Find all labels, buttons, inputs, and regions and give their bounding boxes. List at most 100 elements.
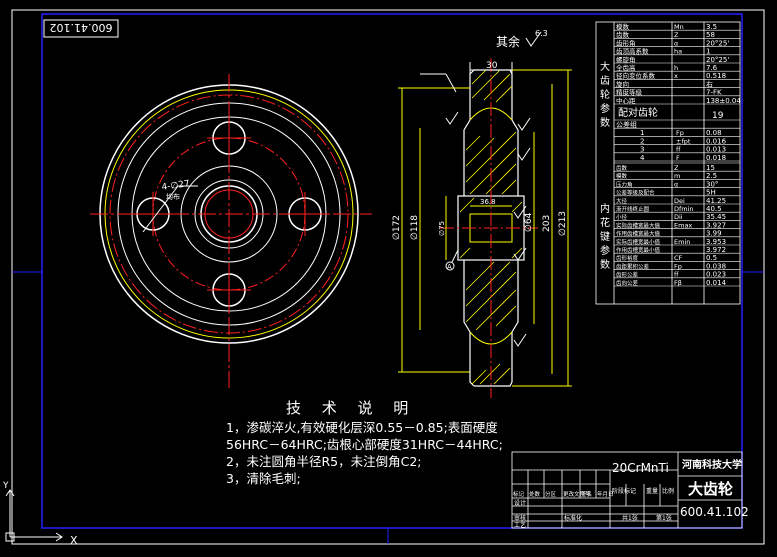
spec-row-symbol: m [674, 172, 680, 180]
spec-mate-value: 19 [712, 111, 724, 121]
spec-row-symbol: α [674, 180, 678, 188]
spec-row-name: 模数 [616, 22, 630, 31]
spec-tol-value: 0.016 [706, 137, 727, 145]
section-hatch [459, 69, 523, 385]
school-name: 河南科技大学 [682, 458, 742, 471]
spec-row-name: 齿数 [616, 164, 628, 172]
spec-row-symbol: Z [674, 164, 679, 172]
roughness-rest-label: 其余 [496, 34, 520, 49]
spec-table-rows [614, 29, 740, 287]
technical-note-line: 3，清除毛刺; [226, 471, 301, 486]
technical-note-line: 1，渗碳淬火,有效硬化层深0.55－0.85;表面硬度 [226, 420, 498, 435]
spec-tol-index: 1 [640, 129, 644, 137]
spec-row-value: 2.5 [706, 172, 717, 180]
spec-tol-symbol: F [676, 154, 680, 162]
roughness-marks [445, 111, 531, 347]
spec-row-name: 中心距 [616, 96, 636, 105]
title-block-header-label: 年月日 [597, 490, 614, 498]
spec-row-name: 螺旋角 [616, 55, 636, 64]
section-upper-rim-left [463, 69, 475, 196]
spec-row-symbol: Emax [674, 221, 692, 229]
spec-row-value: 3.972 [706, 246, 726, 254]
dim-36-8: 36.8 [480, 198, 496, 206]
spec-tol-index: 4 [640, 154, 645, 162]
spec-row-value: 35.45 [706, 213, 726, 221]
spec-tol-symbol: ±fpt [676, 137, 691, 145]
dim-30: 30 [486, 61, 498, 71]
spec-row-value: 0.014 [706, 279, 727, 287]
spec-row-value: 138±0.04 [706, 97, 741, 105]
spec-row-symbol: α [674, 39, 678, 47]
spec-row-value: 15 [706, 164, 715, 172]
spec-row-name: 径向变位系数 [616, 71, 656, 80]
spec-row-value: 30° [706, 180, 718, 188]
tb-weight: 重量 [646, 487, 658, 495]
section-view [398, 58, 572, 398]
ucs-icon [5, 489, 63, 542]
tb-design: 设计 [514, 499, 526, 507]
hole-callout-sub: 均布 [166, 192, 180, 201]
spec-tol-value: 0.013 [706, 146, 726, 154]
spec-tol-index: 3 [640, 146, 644, 154]
spec-row-name: 齿距累积公差 [616, 262, 650, 270]
tb-sheet-no: 第1张 [656, 514, 672, 522]
title-block-header-label: 分区 [545, 490, 557, 498]
spec-row-symbol: Dii [674, 213, 683, 221]
spec-row-symbol: CF [674, 254, 683, 262]
spec-row-value: 20°25' [706, 56, 729, 64]
dim-172: ∅172 [392, 215, 402, 240]
technical-notes: 技 术 说 明 1，渗碳淬火,有效硬化层深0.55－0.85;表面硬度 56HR… [226, 400, 503, 487]
drawing-number: 600.41.102 [680, 505, 749, 519]
spec-row-symbol: ff [674, 271, 679, 279]
title-block-header-label: 标记 [513, 490, 525, 498]
spec-row-name: 齿形公差 [616, 271, 639, 279]
spec-row-name: 大径 [616, 197, 628, 205]
roughness-leader [445, 73, 457, 93]
spec-row-name: 齿顶高系数 [616, 47, 649, 56]
spec-mate-label: 配对齿轮 [618, 106, 658, 119]
roughness-rest-value: 6.3 [535, 29, 548, 38]
spec-tol-value: 0.08 [706, 129, 722, 137]
section-lower-rim [474, 260, 519, 387]
spec-tol-symbol: Fp [676, 129, 684, 137]
tb-review: 审核 [514, 514, 526, 522]
spec-row-name: 齿形角 [616, 38, 636, 47]
spec-row-value: 0.5 [706, 254, 717, 262]
spec-row-symbol: Dei [674, 197, 685, 205]
drawing-number-rotated: 600.41.102 [50, 21, 113, 34]
tb-scale: 比例 [662, 487, 674, 495]
spec-row-name: 作用齿槽宽最大值 [616, 230, 661, 238]
spec-row-value: 58 [706, 31, 715, 39]
tb-process: 工艺 [514, 521, 526, 529]
spec-tol-header: 公差组 [616, 120, 637, 129]
datum-letter: A [447, 263, 452, 271]
datum-circle [445, 261, 455, 271]
title-block-header-label: 更改文件号 [563, 490, 591, 498]
hole-callout-label: 4-∅27 [161, 179, 190, 193]
spec-row-value: 0.518 [706, 72, 726, 80]
technical-note-line: 56HRC－64HRC;齿根心部硬度31HRC－44HRC; [226, 437, 503, 452]
spec-row-name: 齿数 [616, 30, 630, 39]
spec-row-value: 3.953 [706, 238, 726, 246]
tb-sheets: 共1张 [622, 514, 638, 522]
drawing-number-box [43, 19, 119, 38]
spec-row-value: 0.038 [706, 262, 726, 270]
spec-tol-value: 0.018 [706, 154, 726, 162]
spec-row-name: 旋向 [616, 79, 629, 88]
material-text: 20CrMnTi [612, 461, 669, 475]
dim-213: ∅213 [558, 211, 568, 236]
dim-75: ∅75 [438, 221, 446, 236]
spec-row-symbol: Fβ [674, 279, 682, 287]
spec-row-value: 3.99 [706, 230, 722, 238]
part-name: 大齿轮 [688, 480, 733, 498]
spec-row-value: 7.6 [706, 64, 718, 72]
hole-leader-line [142, 185, 179, 233]
spec-row-name: 全齿高 [616, 63, 636, 72]
spec-row-symbol: Emin [674, 238, 690, 246]
spec-row-value: 20°25' [706, 39, 729, 47]
spec-row-value: 40.5 [706, 205, 722, 213]
spec-row-name: 小径 [616, 213, 628, 221]
tb-stage: 阶段标记 [612, 487, 636, 495]
